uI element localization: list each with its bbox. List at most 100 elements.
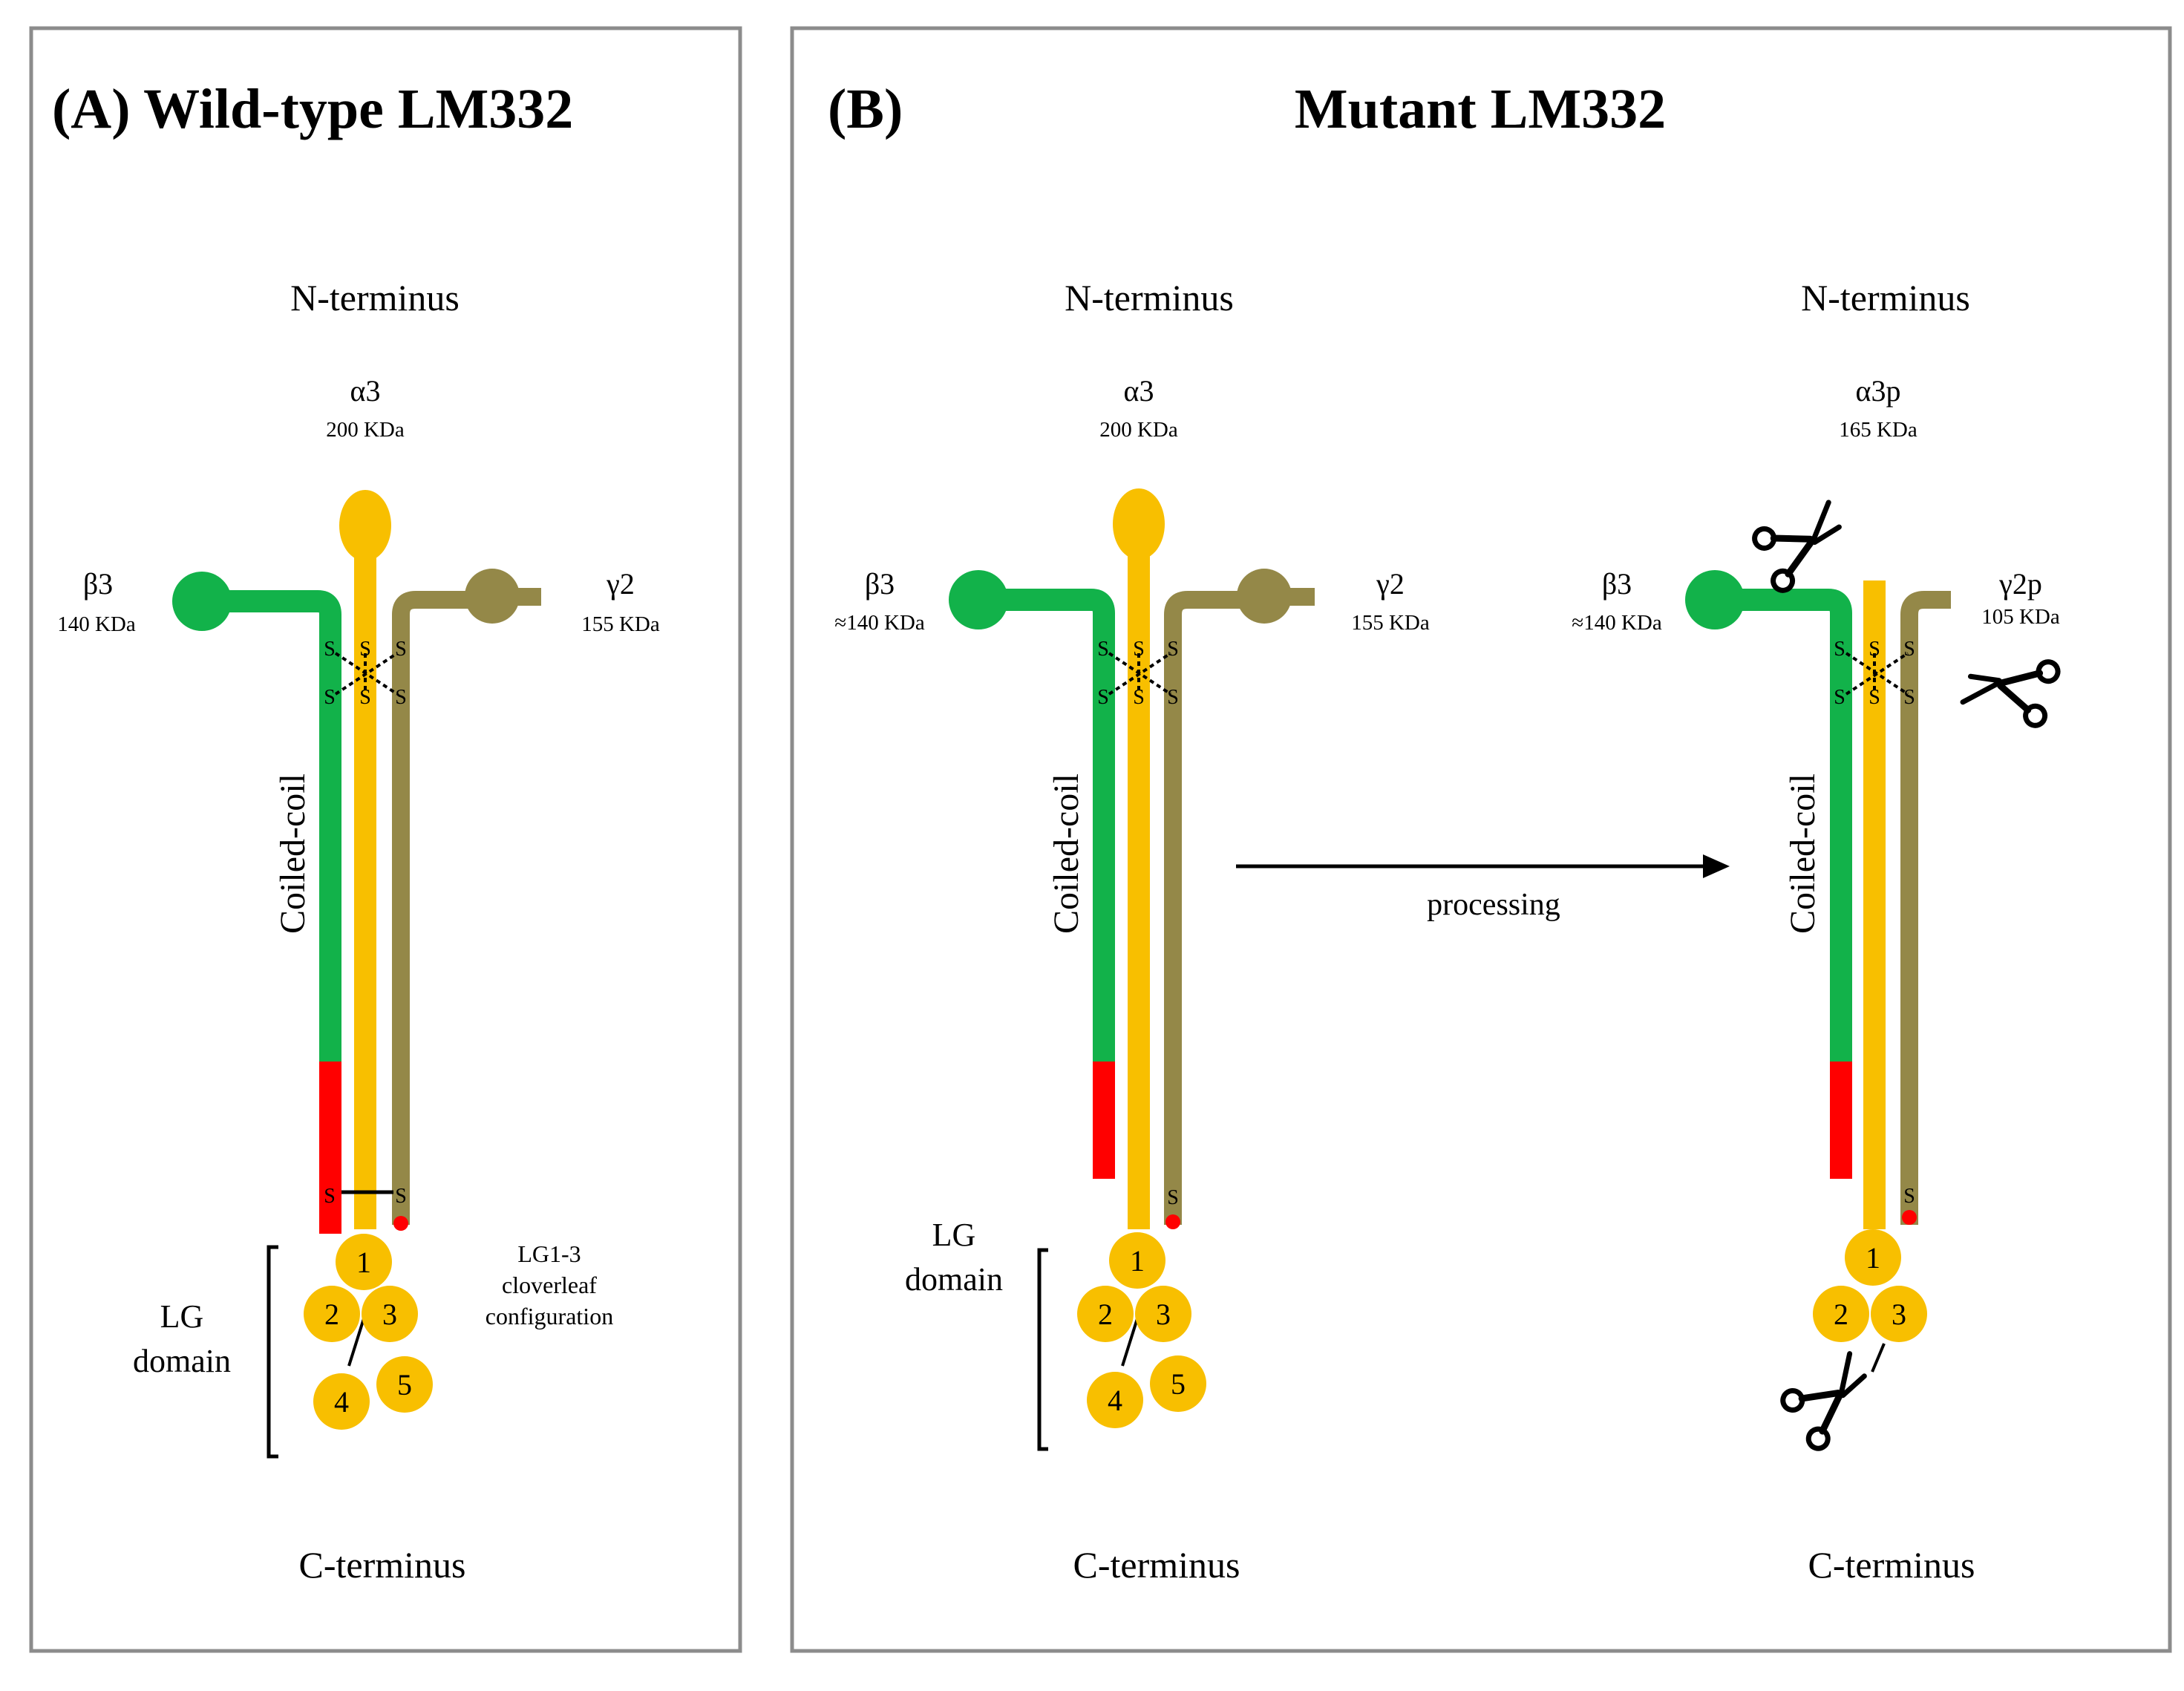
panel-b-right-disulfide-cross (1845, 652, 1909, 696)
scissors-icon (1779, 1353, 1885, 1453)
panel-b-left-disulfide-cross (1108, 652, 1172, 696)
svg-text:S: S (1869, 638, 1880, 661)
panel-b-left-n-terminus: N-terminus (1065, 277, 1234, 318)
panel-b-left-beta-chain (949, 570, 1115, 1179)
svg-text:3: 3 (1892, 1298, 1906, 1331)
panel-b-right-alpha-kda: 165 KDa (1839, 418, 1917, 442)
panel-b-right-lg-domain: 1 2 3 (1813, 1229, 1927, 1373)
panel-b-left-c-terminus: C-terminus (1073, 1544, 1240, 1586)
lg-module-5 (376, 1356, 433, 1413)
svg-text:S: S (1167, 686, 1179, 709)
panel-b-left-beta-c-terminal-segment (1093, 1062, 1115, 1179)
panel-a-n-terminus: N-terminus (290, 277, 460, 318)
panel-b-frame (790, 26, 2172, 1653)
panel-a-lg-domain: 1 2 3 4 5 (304, 1234, 433, 1430)
svg-text:S: S (1167, 1186, 1179, 1209)
lg-module-2 (304, 1286, 360, 1342)
lg-module-1 (336, 1234, 392, 1290)
scissors-icon (1961, 638, 2063, 730)
svg-text:S: S (1133, 686, 1145, 709)
panel-b-label: (B) (828, 78, 903, 140)
panel-b-right-coiled-coil: Coiled-coil (1783, 773, 1822, 934)
svg-text:S: S (359, 638, 371, 661)
svg-text:2: 2 (1098, 1298, 1113, 1331)
svg-text:S: S (1097, 686, 1109, 709)
panel-b-right-gamma-kda: 105 KDa (1981, 605, 2060, 629)
svg-text:S: S (395, 686, 407, 709)
panel-b-left-lg-domain: 1 2 3 4 5 (1077, 1232, 1206, 1428)
panel-b-right-beta-kda: ≈140 KDa (1572, 611, 1662, 635)
panel-a-lg-label-2: domain (133, 1343, 231, 1379)
scissors-icon (1751, 502, 1853, 594)
svg-text:S: S (1167, 638, 1179, 661)
panel-a-lg-note-1: LG1-3 (517, 1240, 581, 1267)
lg-module-3 (1135, 1286, 1191, 1342)
panel-b-right-beta-chain (1685, 570, 1852, 1179)
svg-text:3: 3 (382, 1298, 397, 1331)
svg-text:S: S (324, 1185, 336, 1208)
svg-text:S: S (1903, 1185, 1915, 1208)
panel-a-lg-note-2: cloverleaf (502, 1272, 597, 1298)
panel-b-left-molecule: N-terminus α3 200 KDa β3 ≈140 KDa γ2 155… (834, 277, 1430, 1586)
panel-b-left-lg-label-2: domain (905, 1261, 1003, 1298)
panel-a-beta-c-terminal-segment (319, 1062, 341, 1234)
svg-text:S: S (1097, 638, 1109, 661)
panel-b-left-gamma-kda: 155 KDa (1351, 611, 1430, 635)
panel-b-right-c-terminus: C-terminus (1808, 1544, 1975, 1586)
panel-b-right-beta-name: β3 (1602, 567, 1632, 601)
panel-b-right-molecule: N-terminus α3p 165 KDa β3 ≈140 KDa γ2p 1… (1572, 277, 2060, 1586)
lg-module-3 (1871, 1286, 1927, 1342)
svg-text:1: 1 (1130, 1244, 1145, 1278)
svg-text:2: 2 (1834, 1298, 1848, 1331)
panel-b-left-lg-bracket (1037, 1248, 1048, 1451)
svg-text:S: S (359, 686, 371, 709)
panel-a-gamma-name: γ2 (606, 567, 635, 601)
panel-b-left-disulfide-labels: S S S S S S S (1097, 638, 1179, 1209)
lg-module-2 (1813, 1286, 1869, 1342)
svg-text:1: 1 (1866, 1241, 1880, 1275)
panel-a-disulfide-labels: S S S S S S S S (324, 638, 407, 1208)
panel-b-right-gamma-red-dot (1902, 1210, 1917, 1225)
svg-text:5: 5 (397, 1368, 412, 1401)
panel-b-left-beta-name: β3 (865, 567, 895, 601)
lg-module-4 (313, 1373, 370, 1430)
svg-text:S: S (1869, 686, 1880, 709)
svg-text:5: 5 (1171, 1367, 1186, 1401)
panel-b-left-alpha-kda: 200 KDa (1099, 418, 1178, 442)
svg-text:S: S (1834, 686, 1845, 709)
panel-b-right-n-terminus: N-terminus (1801, 277, 1970, 318)
lg-module-1 (1109, 1232, 1165, 1289)
svg-text:S: S (324, 686, 336, 709)
panel-a-lg-label-1: LG (160, 1298, 204, 1335)
panel-b-title: Mutant LM332 (1295, 78, 1666, 140)
panel-a-beta-name: β3 (83, 567, 113, 601)
panel-b-left-alpha-name: α3 (1124, 374, 1154, 408)
panel-a-frame (29, 26, 742, 1653)
svg-text:S: S (1903, 686, 1915, 709)
svg-text:S: S (1903, 638, 1915, 661)
panel-a: (A) Wild-type LM332 N-terminus α3 200 KD… (52, 78, 660, 1586)
panel-a-coiled-coil: Coiled-coil (273, 773, 313, 934)
svg-text:S: S (1133, 638, 1145, 661)
panel-b-left-alpha-chain (1113, 488, 1165, 1229)
svg-text:S: S (324, 638, 336, 661)
panel-b-left-beta-kda: ≈140 KDa (834, 611, 925, 635)
panel-b-right-gamma-name: γ2p (1998, 567, 2042, 601)
panel-b-right-gamma-chain (1900, 591, 1951, 1225)
panel-a-alpha-name: α3 (350, 374, 381, 408)
lg-module-3 (362, 1286, 418, 1342)
panel-a-disulfide-cross (334, 652, 399, 696)
svg-text:S: S (395, 638, 407, 661)
lg-module-2 (1077, 1286, 1134, 1342)
panel-b-left-coiled-coil: Coiled-coil (1047, 773, 1086, 934)
panel-b-right-alpha-name: α3p (1856, 374, 1901, 408)
panel-a-lg-bracket (267, 1245, 278, 1459)
panel-a-gamma-kda: 155 KDa (581, 612, 660, 636)
panel-b-right-beta-c-terminal-segment (1830, 1062, 1852, 1179)
panel-a-alpha-chain (339, 490, 391, 1229)
panel-b-right-disulfide-labels: S S S S S S S (1834, 638, 1915, 1208)
lg-module-1 (1845, 1229, 1901, 1286)
svg-text:4: 4 (334, 1385, 349, 1419)
panel-a-alpha-kda: 200 KDa (326, 418, 405, 442)
